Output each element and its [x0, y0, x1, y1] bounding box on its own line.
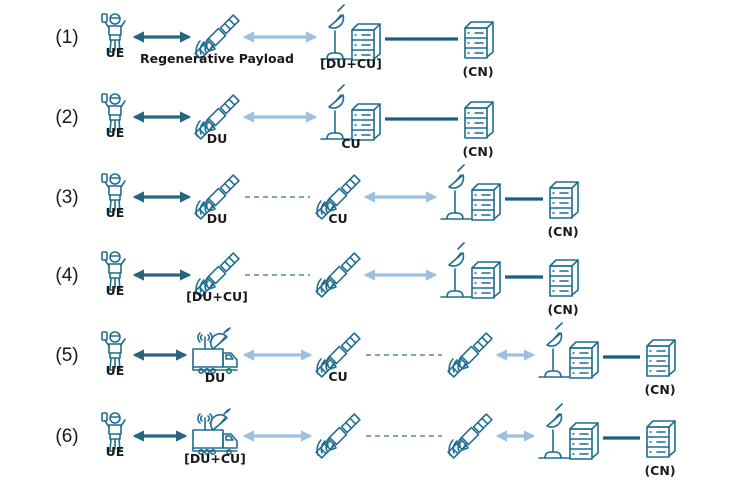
node-ue: UE [101, 412, 126, 459]
ground-station-icon [321, 5, 380, 60]
server-icon [464, 21, 494, 59]
ground-station-icon [321, 85, 380, 140]
node-ground-station [441, 165, 500, 220]
scenario-row-4: (4) UE [DU+CU] (CN) [55, 243, 579, 317]
scenario-row-3: (3) UE DU CU (CN) [55, 165, 579, 239]
node-server: (CN) [547, 259, 579, 317]
node-satellite [446, 331, 494, 379]
node-label: DU [205, 370, 226, 385]
node-ground-station: [DU+CU] [320, 5, 382, 71]
scenario-row-1: (1) UE Regenerative Payload [DU+CU] (CN) [55, 5, 494, 79]
node-ue: UE [101, 331, 126, 378]
node-label: CU [328, 211, 347, 226]
node-ue: UE [101, 251, 126, 298]
rows-layer: (1) UE Regenerative Payload [DU+CU] (CN) (2) U… [55, 5, 676, 478]
satellite-icon [314, 251, 362, 299]
satellite-icon [446, 331, 494, 379]
scenario-number-label: (3) [55, 187, 78, 208]
node-label: (CN) [462, 144, 493, 159]
node-label: (CN) [547, 302, 578, 317]
node-label: CU [328, 369, 347, 384]
node-label: [DU+CU] [186, 289, 248, 304]
node-ue: UE [101, 173, 126, 220]
node-label: UE [106, 444, 125, 459]
node-satellite [314, 412, 362, 460]
node-satellite: CU [314, 173, 362, 226]
server-icon [549, 181, 579, 219]
scenario-number-label: (5) [55, 345, 78, 366]
node-label: UE [106, 283, 125, 298]
satellite-icon [446, 412, 494, 460]
node-label: DU [207, 131, 228, 146]
scenario-number-label: (4) [55, 265, 78, 286]
node-ground-station [539, 323, 598, 378]
node-label: (CN) [547, 224, 578, 239]
node-label: (CN) [644, 463, 675, 478]
node-server: (CN) [547, 181, 579, 239]
satellite-icon [314, 412, 362, 460]
node-ue: UE [101, 13, 126, 60]
scenario-number-label: (6) [55, 426, 78, 447]
node-server: (CN) [644, 420, 676, 478]
node-satellite: CU [314, 331, 362, 384]
node-truck: DU [192, 327, 238, 385]
node-label: CU [341, 136, 360, 151]
node-label: [DU+CU] [184, 451, 246, 466]
ground-station-icon [441, 243, 500, 298]
node-label: (CN) [644, 382, 675, 397]
node-server: (CN) [644, 339, 676, 397]
server-icon [646, 339, 676, 377]
scenario-row-5: (5) UE DU CU (CN) [55, 323, 676, 397]
node-label: UE [106, 363, 125, 378]
node-label: [DU+CU] [320, 56, 382, 71]
node-label: Regenerative Payload [140, 51, 294, 66]
node-server: (CN) [462, 21, 494, 79]
node-ground-station: CU [321, 85, 380, 151]
node-satellite: DU [193, 173, 241, 226]
server-icon [646, 420, 676, 458]
node-label: UE [106, 125, 125, 140]
ground-station-icon [539, 404, 598, 459]
node-satellite [314, 251, 362, 299]
node-label: UE [106, 45, 125, 60]
scenario-number-label: (1) [55, 27, 78, 48]
server-icon [464, 101, 494, 139]
scenario-number-label: (2) [55, 107, 78, 128]
ground-station-icon [441, 165, 500, 220]
node-ground-station [539, 404, 598, 459]
server-icon [549, 259, 579, 297]
node-satellite [446, 412, 494, 460]
node-satellite: DU [193, 93, 241, 146]
node-label: UE [106, 205, 125, 220]
node-truck: [DU+CU] [184, 408, 246, 466]
truck-icon [192, 408, 238, 456]
node-label: DU [207, 211, 228, 226]
node-satellite: Regenerative Payload [140, 13, 294, 66]
node-ground-station [441, 243, 500, 298]
ground-station-icon [539, 323, 598, 378]
node-server: (CN) [462, 101, 494, 159]
node-satellite: [DU+CU] [186, 251, 248, 304]
scenario-row-2: (2) UE DU CU (CN) [55, 85, 494, 159]
node-ue: UE [101, 93, 126, 140]
scenario-row-6: (6) UE [DU+CU] (CN) [55, 404, 676, 478]
truck-icon [192, 327, 238, 375]
node-label: (CN) [462, 64, 493, 79]
